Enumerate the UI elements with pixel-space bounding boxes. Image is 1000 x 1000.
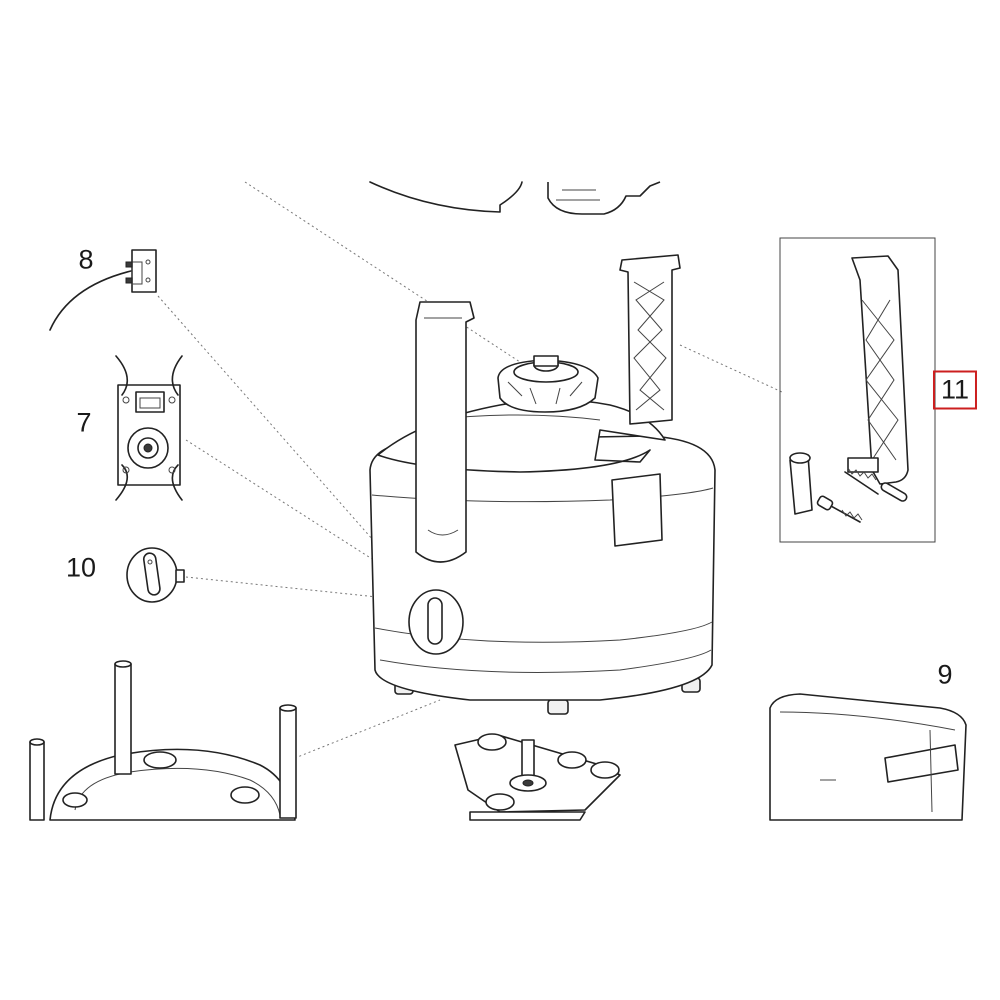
leader-line-lid xyxy=(244,181,521,363)
main-housing xyxy=(369,254,716,715)
part-9-container xyxy=(769,693,967,821)
leader-line-7 xyxy=(185,439,406,581)
label-part-10: 10 xyxy=(65,552,97,583)
part-8-wire xyxy=(49,269,136,331)
leader-line-base xyxy=(289,699,441,761)
label-part-9: 9 xyxy=(937,659,953,690)
label-part-11: 11 xyxy=(932,370,978,410)
leader-line-8 xyxy=(157,295,396,566)
leader-line-11 xyxy=(679,344,783,393)
part-9-body xyxy=(769,693,967,821)
part-7-sensor xyxy=(115,355,183,501)
label-part-8: 8 xyxy=(78,244,94,275)
top-partial-part xyxy=(369,181,661,215)
motor-mount xyxy=(454,734,621,813)
left-handle-post xyxy=(415,301,475,563)
part-8-switch xyxy=(49,249,157,331)
part-11-detail xyxy=(779,237,936,543)
part-11-latch xyxy=(851,255,909,485)
base-parts xyxy=(29,660,621,821)
part-10-knob xyxy=(126,547,185,603)
label-part-7: 7 xyxy=(76,407,92,438)
part-11-detail-frame xyxy=(779,237,936,543)
lid-lock-post xyxy=(619,254,681,425)
part-8-body xyxy=(131,249,157,293)
